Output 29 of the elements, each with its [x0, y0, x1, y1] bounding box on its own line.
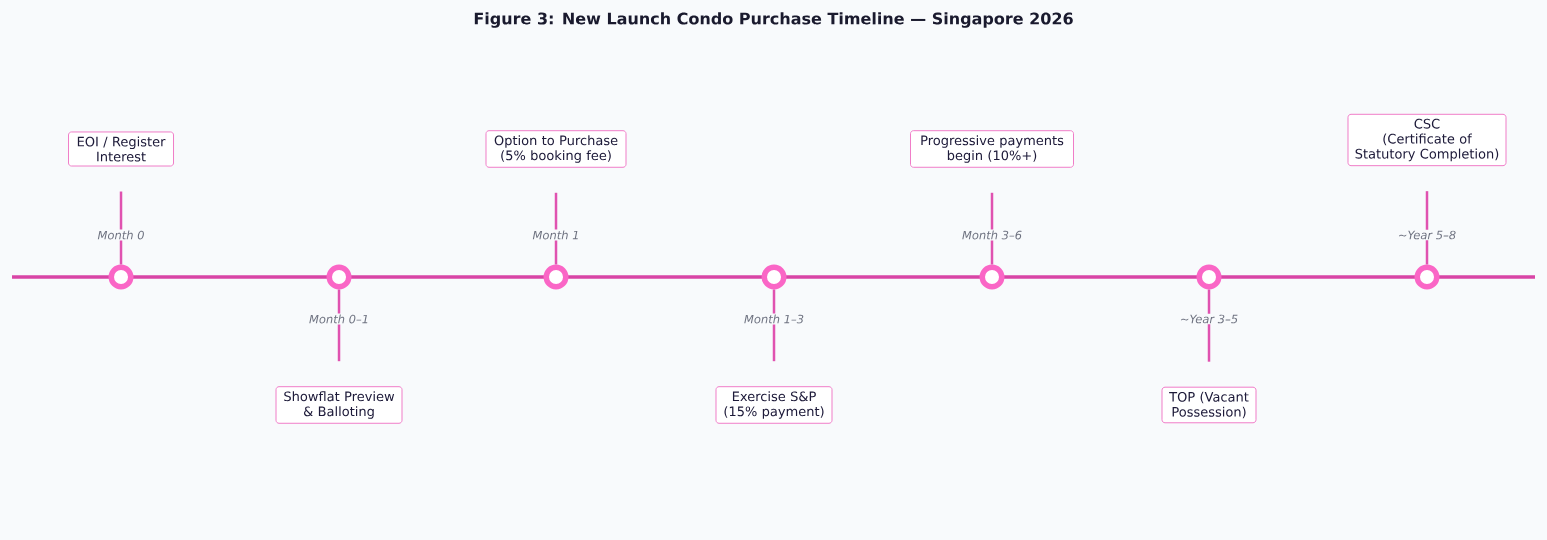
- time-label: ~Year 3–5: [1178, 313, 1240, 325]
- timeline-marker: [761, 264, 787, 290]
- timeline-marker: [326, 264, 352, 290]
- stem-line: [772, 289, 776, 362]
- stem-line: [337, 289, 341, 362]
- event-box: Option to Purchase (5% booking fee): [485, 130, 627, 168]
- event-box: EOI / Register Interest: [68, 131, 174, 167]
- time-label: Month 3–6: [960, 229, 1024, 241]
- figure-title: Figure 3: New Launch Condo Purchase Timeline — Singapore 2026: [474, 12, 1073, 28]
- timeline-marker: [1196, 264, 1222, 290]
- timeline-marker: [1414, 264, 1440, 290]
- time-label: Month 0: [96, 229, 146, 241]
- timeline-marker: [543, 264, 569, 290]
- event-box: Exercise S&P (15% payment): [715, 386, 833, 424]
- stem-line: [554, 192, 558, 265]
- timeline-marker: [108, 264, 134, 290]
- event-box: Progressive payments begin (10%+): [910, 130, 1074, 168]
- event-box: CSC (Certificate of Statutory Completion): [1347, 113, 1507, 167]
- event-box: Showflat Preview & Balloting: [275, 386, 403, 424]
- stem-line: [119, 191, 123, 265]
- time-label: Month 0–1: [307, 313, 371, 325]
- event-box: TOP (Vacant Possession): [1161, 386, 1257, 424]
- stem-line: [1207, 289, 1211, 362]
- time-label: Month 1: [531, 229, 581, 241]
- stem-line: [990, 192, 994, 265]
- time-label: Month 1–3: [742, 313, 806, 325]
- stem-line: [1425, 191, 1429, 265]
- timeline-marker: [979, 264, 1005, 290]
- time-label: ~Year 5–8: [1396, 229, 1458, 241]
